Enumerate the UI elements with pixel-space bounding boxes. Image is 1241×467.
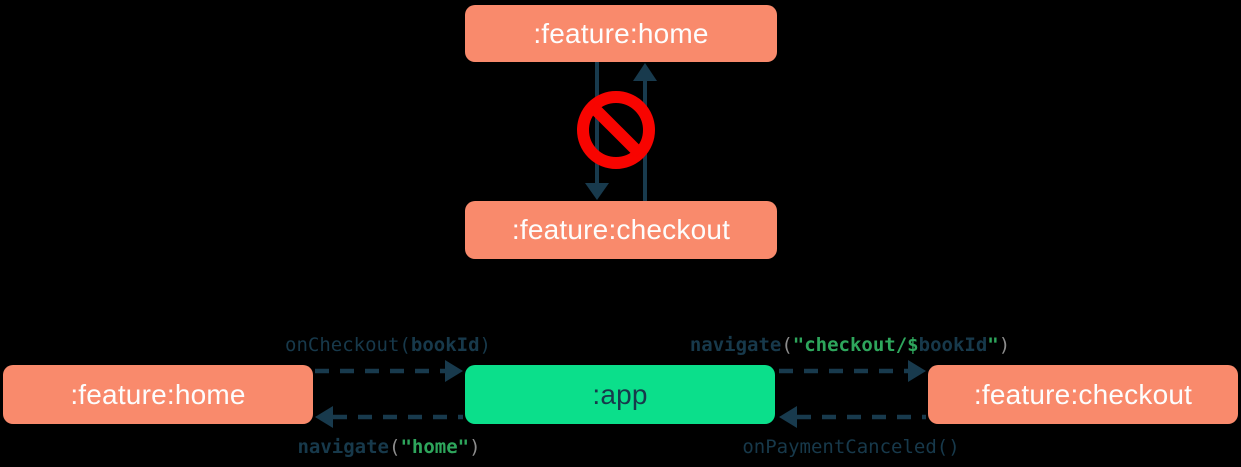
navigate-arrow-app-to-checkout	[779, 360, 926, 382]
event-arrow-checkout-to-app	[779, 406, 926, 428]
module-label: :feature:checkout	[973, 378, 1193, 410]
module-box-feature-home-top: :feature:home	[465, 5, 777, 62]
code-segment: "	[987, 334, 999, 356]
code-label-navigate-home: navigate("home")	[297, 434, 480, 460]
code-segment: onPaymentCanceled()	[742, 436, 960, 458]
module-box-feature-checkout-top: :feature:checkout	[465, 201, 777, 259]
code-segment: )	[998, 334, 1011, 356]
code-segment: )	[479, 334, 491, 356]
module-box-feature-home: :feature:home	[3, 365, 313, 424]
event-arrow-home-to-app	[315, 360, 463, 382]
code-label-on-checkout: onCheckout(bookId)	[285, 332, 491, 358]
module-label: :feature:home	[70, 378, 246, 410]
code-segment: navigate	[297, 436, 389, 458]
module-label: :feature:checkout	[511, 214, 731, 245]
code-segment: )	[469, 436, 481, 458]
code-segment: (	[388, 436, 401, 458]
module-box-app: :app	[465, 365, 775, 424]
module-label: :app	[592, 378, 648, 410]
code-segment: "checkout/$	[792, 334, 919, 356]
code-label-on-payment-canceled: onPaymentCanceled()	[742, 434, 959, 460]
code-segment: bookId	[918, 334, 988, 356]
code-segment: onCheckout(	[285, 334, 411, 356]
code-segment: "home"	[400, 436, 470, 458]
no-entry-icon	[577, 91, 655, 169]
code-segment: navigate	[689, 334, 782, 356]
code-label-navigate-checkout: navigate("checkout/$bookId")	[690, 332, 1010, 358]
code-segment: bookId	[410, 334, 480, 356]
module-box-feature-checkout: :feature:checkout	[928, 365, 1238, 424]
code-segment: (	[781, 334, 793, 356]
module-label: :feature:home	[533, 17, 709, 49]
navigate-arrow-app-to-home	[315, 406, 463, 428]
